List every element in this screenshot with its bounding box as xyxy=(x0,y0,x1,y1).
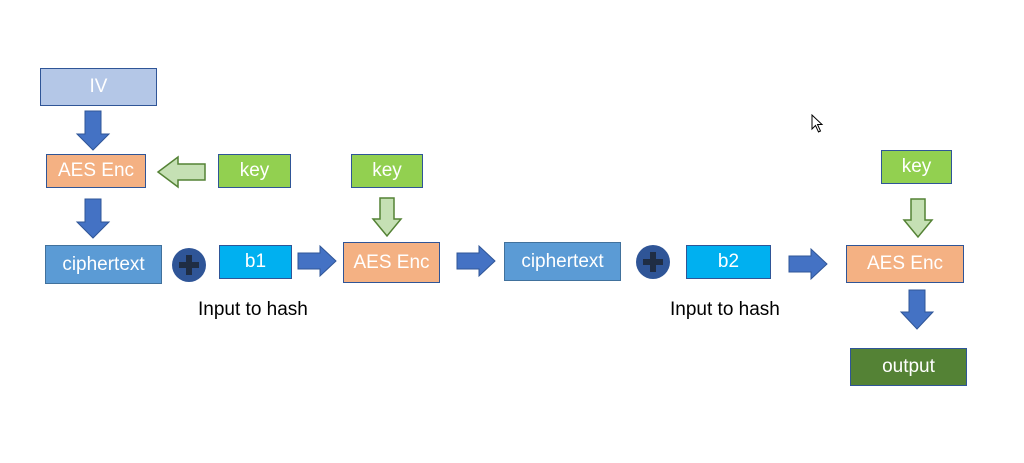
block-b1: b1 xyxy=(219,245,292,279)
input-to-hash-label-2: Input to hash xyxy=(670,299,780,320)
mouse-cursor-icon xyxy=(811,114,824,133)
output-box: output xyxy=(850,348,967,386)
arrow-aes1-to-ciphertext1 xyxy=(75,198,111,239)
xor-icon xyxy=(636,245,670,279)
key-box-3: key xyxy=(881,150,952,184)
ciphertext-box-1: ciphertext xyxy=(45,245,162,284)
block-b2: b2 xyxy=(686,245,771,279)
aes-enc-box-1: AES Enc xyxy=(46,154,146,188)
xor-icon xyxy=(172,248,206,282)
aes-enc-box-3: AES Enc xyxy=(846,245,964,283)
arrow-key1-to-aes1 xyxy=(156,155,206,189)
ciphertext-box-2: ciphertext xyxy=(504,242,621,281)
arrow-b2-to-aes3 xyxy=(788,247,828,281)
key-box-2: key xyxy=(351,154,423,188)
iv-box: IV xyxy=(40,68,157,106)
arrow-aes3-to-output xyxy=(899,289,935,330)
arrow-iv-to-aes1 xyxy=(75,110,111,151)
aes-enc-box-2: AES Enc xyxy=(343,242,440,283)
arrow-b1-to-aes2 xyxy=(297,244,337,278)
arrow-key2-to-aes2 xyxy=(371,197,403,238)
input-to-hash-label-1: Input to hash xyxy=(198,299,308,320)
arrow-key3-to-aes3 xyxy=(902,198,934,239)
arrow-aes2-to-ciphertext2 xyxy=(456,244,496,278)
key-box-1: key xyxy=(218,154,291,188)
